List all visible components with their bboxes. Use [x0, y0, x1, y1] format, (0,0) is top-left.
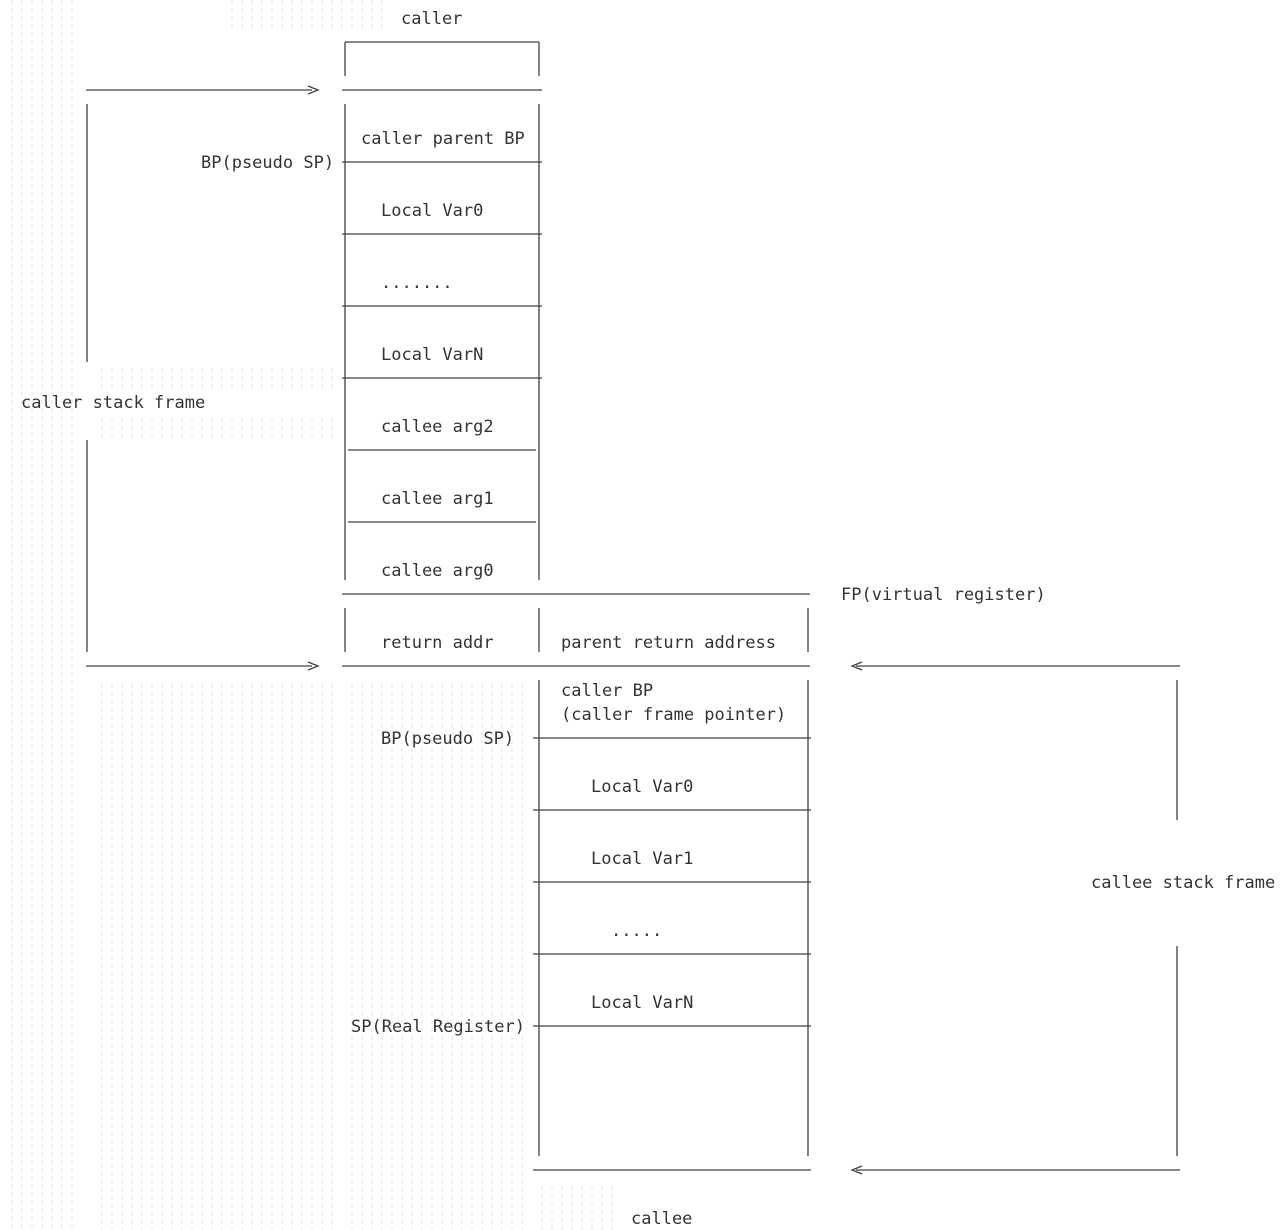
- caller-bp-pointer-label: BP(pseudo SP): [201, 153, 334, 173]
- callee-title: callee: [631, 1209, 692, 1229]
- callee-cell-parent-return-address: parent return address: [561, 633, 776, 653]
- callee-cell-caller-frame-pointer: (caller frame pointer): [561, 705, 786, 725]
- caller-cell-callee-arg2: callee arg2: [381, 417, 494, 437]
- caller-cell-ellipsis: .......: [381, 273, 453, 293]
- caller-cell-local-var0: Local Var0: [381, 201, 483, 221]
- sp-pointer-label: SP(Real Register): [351, 1017, 525, 1037]
- callee-bracket-top-arrowhead: [850, 661, 863, 671]
- fp-pointer-label: FP(virtual register): [841, 585, 1046, 605]
- callee-cell-local-var0: Local Var0: [591, 777, 693, 797]
- callee-cell-local-varn: Local VarN: [591, 993, 693, 1013]
- caller-bracket-bottom-arrowhead: [307, 661, 320, 671]
- callee-stack-frame-label: callee stack frame: [1091, 873, 1275, 893]
- caller-cell-parent-bp: caller parent BP: [361, 129, 525, 149]
- caller-title: caller: [401, 9, 462, 29]
- caller-frame-bracket: [86, 85, 320, 671]
- caller-stack-frame-label: caller stack frame: [21, 393, 205, 413]
- callee-stack-column: [533, 608, 811, 1171]
- background-guides: [11, 0, 613, 1230]
- caller-cell-callee-arg1: callee arg1: [381, 489, 494, 509]
- callee-bracket-bottom-arrowhead: [850, 1165, 863, 1175]
- callee-bp-pointer-label: BP(pseudo SP): [381, 729, 514, 749]
- caller-cell-return-addr: return addr: [381, 633, 494, 653]
- caller-cell-callee-arg0: callee arg0: [381, 561, 494, 581]
- callee-cell-local-var1: Local Var1: [591, 849, 693, 869]
- callee-cell-ellipsis: .....: [611, 921, 662, 941]
- caller-stack-column: [342, 41, 542, 652]
- caller-cell-local-varn: Local VarN: [381, 345, 483, 365]
- callee-frame-bracket: [850, 661, 1180, 1175]
- caller-bracket-top-arrowhead: [307, 85, 320, 95]
- callee-cell-caller-bp: caller BP: [561, 681, 653, 701]
